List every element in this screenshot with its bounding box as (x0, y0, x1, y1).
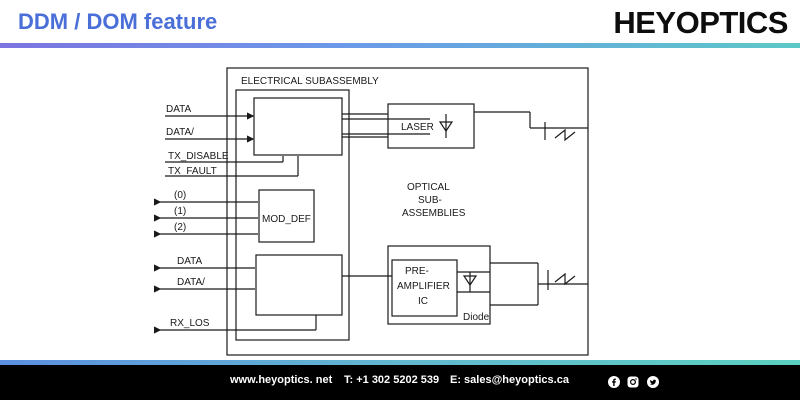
outer-module-frame (226, 67, 589, 356)
phone-link[interactable]: T: +1 302 5202 539 (344, 374, 440, 386)
email-link[interactable]: E: sales@heyoptics.ca (450, 374, 569, 386)
laser-box (387, 103, 475, 149)
mod-def-0-label: (0) (174, 190, 186, 201)
rx-data-label: DATA (177, 256, 203, 267)
rx-block (255, 254, 343, 316)
tx-disable-label: TX_DISABLE (168, 151, 229, 162)
page-title: DDM / DOM feature (18, 9, 218, 34)
twitter-icon[interactable] (646, 375, 659, 388)
preamp-label-2: AMPLIFIER (397, 281, 450, 292)
footer: www.heyoptics. net T: +1 302 5202 539 E:… (0, 365, 800, 400)
laser-label: LASER (401, 122, 434, 133)
header-accent-bar (0, 43, 800, 48)
preamp-label-3: IC (418, 296, 428, 307)
mod-def-block (258, 189, 315, 243)
facebook-icon[interactable] (608, 375, 620, 388)
diode-label: Diode (463, 312, 490, 323)
mod-def-1-label: (1) (174, 206, 186, 217)
optical-label-3: ASSEMBLIES (402, 208, 466, 219)
rx-los-label: RX_LOS (170, 318, 210, 329)
optical-label-2: SUB- (418, 195, 442, 206)
subassembly-label: ELECTRICAL SUBASSEMBLY (241, 76, 379, 87)
rx-optical-box (387, 245, 491, 325)
brand-logo[interactable]: HEYOPTICS (613, 5, 788, 40)
tx-data-bar-label: DATA/ (166, 127, 194, 138)
mod-def-2-label: (2) (174, 222, 186, 233)
mod-def-label: MOD_DEF (262, 214, 311, 225)
rx-data-bar-label: DATA/ (177, 277, 205, 288)
laser-diode-symbol (438, 121, 454, 133)
social-icons (608, 375, 662, 389)
header: DDM / DOM feature HEYOPTICS (0, 0, 800, 52)
preamp-box (391, 259, 458, 317)
preamp-label-1: PRE- (405, 266, 429, 277)
website-link[interactable]: www.heyoptics. net (230, 374, 333, 386)
optical-label-1: OPTICAL (407, 182, 450, 193)
instagram-icon[interactable] (627, 375, 639, 388)
electrical-subassembly-box (235, 89, 350, 341)
footer-accent-bar (0, 360, 800, 365)
tx-driver-block (253, 97, 343, 156)
photodiode-symbol (462, 275, 478, 287)
tx-data-label: DATA (166, 104, 192, 115)
tx-fault-label: TX_FAULT (168, 166, 217, 177)
